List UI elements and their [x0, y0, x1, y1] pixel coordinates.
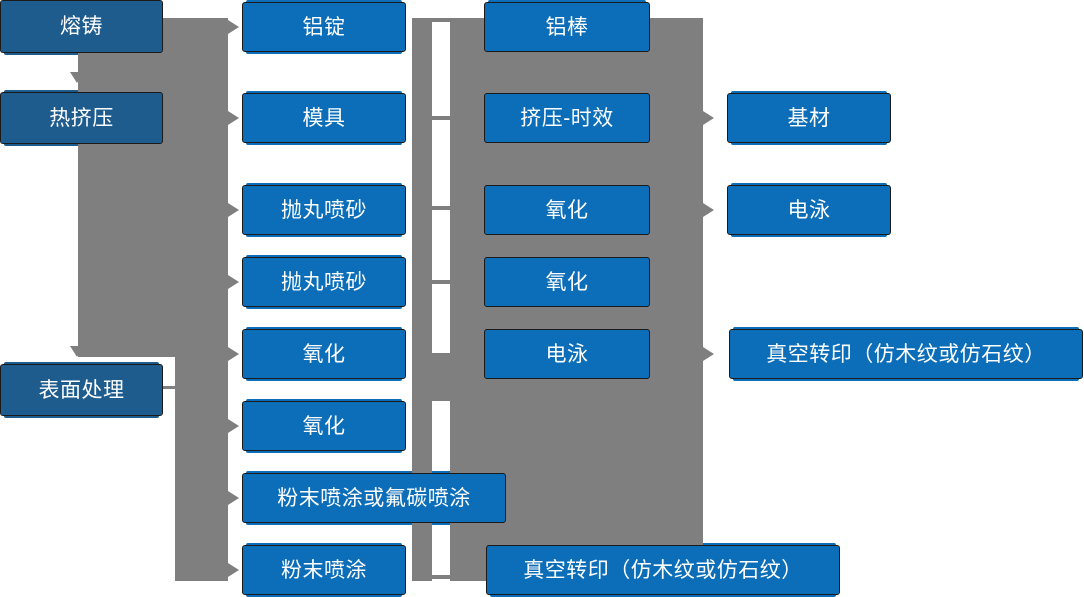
output-box-substrate[interactable]: 基材 [727, 91, 891, 145]
process-box-shotblast-1-label: 抛丸喷砂 [281, 198, 367, 222]
connector-mid-stub-2 [412, 116, 452, 120]
connector-mid-bar [412, 18, 432, 581]
arrow-down-to-hot-extrusion [70, 72, 84, 83]
treatment-box-vacuum-transfer[interactable]: 真空转印（仿木纹或仿石纹） [486, 543, 840, 597]
arrow-right-to-aluminum-ingot [228, 20, 239, 34]
arrow-right-to-powder-coating [228, 563, 239, 577]
process-box-oxidation-2-label: 氧化 [302, 414, 346, 438]
treatment-box-aluminum-bar[interactable]: 铝棒 [484, 0, 650, 54]
output-box-electrophoresis[interactable]: 电泳 [727, 183, 891, 237]
stage-box-surface-treatment-label: 表面处理 [38, 378, 125, 402]
process-box-mold[interactable]: 模具 [242, 91, 406, 145]
treatment-box-extrusion-aging-label: 挤压-时效 [520, 106, 614, 130]
connector-mid-stub-3 [412, 206, 452, 210]
treatment-box-oxidation-1[interactable]: 氧化 [484, 183, 650, 237]
stage-box-surface-treatment[interactable]: 表面处理 [0, 362, 163, 418]
process-box-powder-coating[interactable]: 粉末喷涂 [242, 543, 406, 597]
process-box-oxidation-1[interactable]: 氧化 [242, 327, 406, 381]
arrow-right-to-powder-or-fluorocarbon [228, 491, 239, 505]
process-box-powder-or-fluorocarbon[interactable]: 粉末喷涂或氟碳喷涂 [242, 471, 506, 525]
stage-box-casting-label: 熔铸 [60, 15, 103, 38]
process-box-powder-coating-label: 粉末喷涂 [281, 558, 367, 582]
process-box-oxidation-1-label: 氧化 [302, 342, 346, 366]
connector-mid-stub-4 [412, 280, 452, 284]
arrow-right-to-oxidation-c2-2 [228, 419, 239, 433]
arrow-right-to-oxidation-c2-1 [228, 347, 239, 361]
process-box-shotblast-2[interactable]: 抛丸喷砂 [242, 255, 406, 309]
output-box-electrophoresis-label: 电泳 [787, 198, 831, 222]
connector-mid-stub-6 [412, 575, 452, 579]
process-box-shotblast-1[interactable]: 抛丸喷砂 [242, 183, 406, 237]
connector-surface-stub [163, 386, 179, 389]
treatment-box-oxidation-2[interactable]: 氧化 [484, 255, 650, 309]
output-box-substrate-label: 基材 [787, 106, 831, 130]
connector-mid-bridge [412, 355, 452, 401]
treatment-box-aluminum-bar-label: 铝棒 [545, 15, 589, 39]
arrow-right-to-substrate [703, 111, 714, 125]
arrow-right-to-vacuum-transfer-out [703, 347, 714, 361]
treatment-box-extrusion-aging[interactable]: 挤压-时效 [484, 91, 650, 145]
stage-box-casting[interactable]: 熔铸 [0, 0, 163, 55]
connector-stage-trunk-narrow [175, 18, 228, 581]
treatment-box-oxidation-1-label: 氧化 [545, 198, 589, 222]
process-box-aluminum-ingot-label: 铝锭 [302, 15, 346, 39]
process-box-mold-label: 模具 [302, 106, 346, 130]
arrow-right-to-shotblast-1 [228, 203, 239, 217]
process-box-aluminum-ingot[interactable]: 铝锭 [242, 0, 406, 54]
connector-mid-stub-1 [412, 18, 452, 22]
treatment-box-electrophoresis-label: 电泳 [545, 342, 589, 366]
arrow-down-to-surface-treatment [70, 346, 84, 357]
treatment-box-oxidation-2-label: 氧化 [545, 270, 589, 294]
arrow-right-to-electrophoresis-out [703, 203, 714, 217]
stage-box-hot-extrusion[interactable]: 热挤压 [0, 90, 163, 146]
treatment-box-vacuum-transfer-label: 真空转印（仿木纹或仿石纹） [523, 558, 803, 582]
process-box-oxidation-2[interactable]: 氧化 [242, 399, 406, 453]
output-box-vacuum-transfer[interactable]: 真空转印（仿木纹或仿石纹） [729, 327, 1083, 381]
arrow-right-to-mold [228, 111, 239, 125]
treatment-box-electrophoresis[interactable]: 电泳 [484, 327, 650, 381]
process-box-powder-or-fluorocarbon-label: 粉末喷涂或氟碳喷涂 [277, 486, 471, 510]
output-box-vacuum-transfer-label: 真空转印（仿木纹或仿石纹） [766, 342, 1046, 366]
process-box-shotblast-2-label: 抛丸喷砂 [281, 270, 367, 294]
stage-box-hot-extrusion-label: 热挤压 [49, 106, 114, 130]
arrow-right-to-shotblast-2 [228, 275, 239, 289]
